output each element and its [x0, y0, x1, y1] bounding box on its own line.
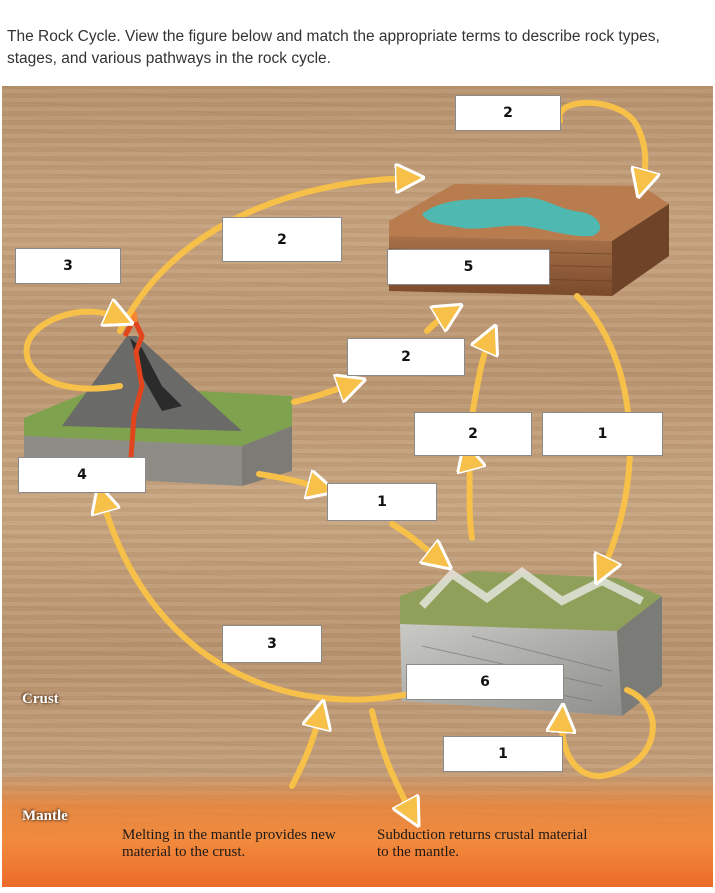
answer-box-metamorphic-loop[interactable]: 1 — [443, 736, 563, 772]
rock-cycle-figure: Crust Mantle Melting in the mantle provi… — [2, 86, 713, 887]
mantle-label: Mantle — [22, 808, 68, 824]
melting-caption: Melting in the mantle provides new mater… — [122, 827, 336, 860]
arrow-metamorphic-to-sediment-a — [468, 456, 472, 541]
arrow-metamorphic-to-sediment-b — [469, 338, 490, 419]
answer-box-top-loop[interactable]: 2 — [455, 95, 561, 131]
answer-box-metamorphic-to-sediment[interactable]: 2 — [414, 412, 532, 456]
arrow-subduction-down — [369, 708, 412, 814]
answer-box-volcano-to-sediment[interactable]: 2 — [347, 338, 465, 376]
arrow-volcano-to-metamorphic-a — [256, 474, 322, 488]
arrow-volcano-to-top — [117, 178, 410, 334]
lake-water — [422, 197, 601, 237]
arrow-sedimentary-loop — [556, 99, 645, 184]
arrow-volcano-to-sediment-a — [291, 384, 352, 405]
subduction-caption: Subduction returns crustal material to t… — [377, 827, 588, 860]
arrow-volcano-loop — [23, 312, 120, 392]
mantle-layer — [2, 772, 713, 887]
arrow-volcano-to-sediment-b — [424, 312, 450, 334]
question-prompt: The Rock Cycle. View the figure below an… — [7, 28, 660, 67]
answer-box-volcano-loop[interactable]: 3 — [15, 248, 121, 284]
answer-box-right-arc[interactable]: 1 — [542, 412, 663, 456]
arrow-metamorphic-loop — [562, 687, 656, 780]
answer-box-arc-top[interactable]: 2 — [222, 217, 342, 262]
answer-box-sedimentary-rock[interactable]: 5 — [387, 249, 550, 285]
arrow-melting-up — [289, 714, 320, 789]
crust-label: Crust — [22, 691, 59, 707]
arrow-metamorphic-to-igneous — [102, 498, 425, 703]
answer-box-metamorphic-rock[interactable]: 6 — [406, 664, 564, 700]
answer-box-bottom-arc[interactable]: 3 — [222, 625, 322, 663]
answer-box-igneous-rock[interactable]: 4 — [18, 457, 146, 493]
answer-box-volcano-to-metamorphic[interactable]: 1 — [327, 483, 437, 521]
arrow-volcano-to-metamorphic-b — [389, 521, 440, 560]
